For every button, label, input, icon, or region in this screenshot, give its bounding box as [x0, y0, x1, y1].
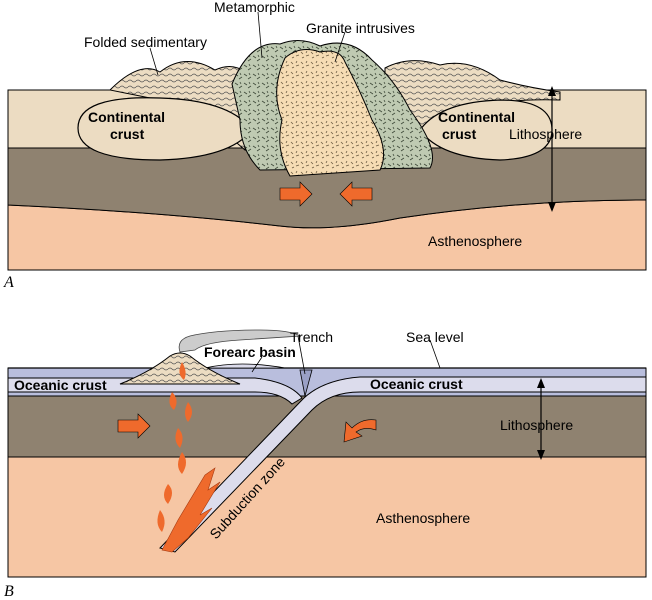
leader-forearc — [251, 356, 263, 373]
lithosphere-b — [7, 395, 647, 458]
label-trench: Trench — [290, 329, 333, 345]
label-lithosphere-a: Lithosphere — [509, 126, 582, 142]
panel-letter-a: A — [3, 274, 14, 291]
leader-sea-level — [429, 339, 441, 369]
granite-intrusive — [276, 49, 385, 177]
label-continental-left-2: crust — [110, 126, 145, 142]
label-metamorphic: Metamorphic — [214, 0, 295, 15]
leader-trench — [297, 335, 306, 375]
magma-blob — [185, 402, 192, 422]
label-asthenosphere-b: Asthenosphere — [376, 510, 470, 526]
leader-metamorphic — [257, 11, 263, 59]
arrowhead-up-a — [548, 86, 556, 96]
arrowhead-up-b — [537, 378, 545, 388]
label-sea-level: Sea level — [406, 329, 464, 345]
magma-blob — [178, 452, 186, 474]
label-forearc-basin: Forearc basin — [204, 344, 296, 360]
lithosphere-arrow-curved — [343, 419, 377, 443]
label-continental-left-1: Continental — [88, 109, 165, 125]
magma-blob — [175, 428, 183, 448]
magma-blob — [179, 362, 186, 380]
panel-a: Folded sedimentary Metamorphic Granite i… — [3, 0, 647, 291]
compression-arrow-right — [279, 181, 313, 207]
label-granite-intrusives: Granite intrusives — [306, 20, 415, 36]
forearc-basin — [204, 363, 286, 369]
leader-granite — [334, 31, 346, 63]
asthenosphere-b — [7, 456, 647, 578]
label-continental-right-1: Continental — [438, 109, 515, 125]
label-oceanic-crust-left: Oceanic crust — [14, 377, 107, 393]
arrowhead-down-a — [548, 202, 556, 212]
ash-plume — [178, 329, 302, 353]
magma-blob — [157, 510, 165, 532]
magma-blob — [164, 484, 172, 504]
slab-melt — [161, 467, 221, 553]
panel-letter-b: B — [4, 583, 14, 600]
label-lithosphere-b: Lithosphere — [500, 417, 573, 433]
label-asthenosphere-a: Asthenosphere — [428, 233, 522, 249]
magma-blob — [169, 392, 177, 410]
panel-b: Trench Sea level Forearc basin Oceanic c… — [4, 329, 647, 600]
label-oceanic-crust-right: Oceanic crust — [370, 376, 463, 392]
lithosphere-arrow-right — [117, 413, 151, 439]
label-continental-right-2: crust — [442, 126, 477, 142]
leader-folded — [149, 47, 159, 76]
compression-arrow-left — [339, 181, 373, 207]
label-folded-sedimentary: Folded sedimentary — [84, 34, 207, 50]
arrowhead-down-b — [537, 450, 545, 460]
trench — [299, 369, 313, 397]
